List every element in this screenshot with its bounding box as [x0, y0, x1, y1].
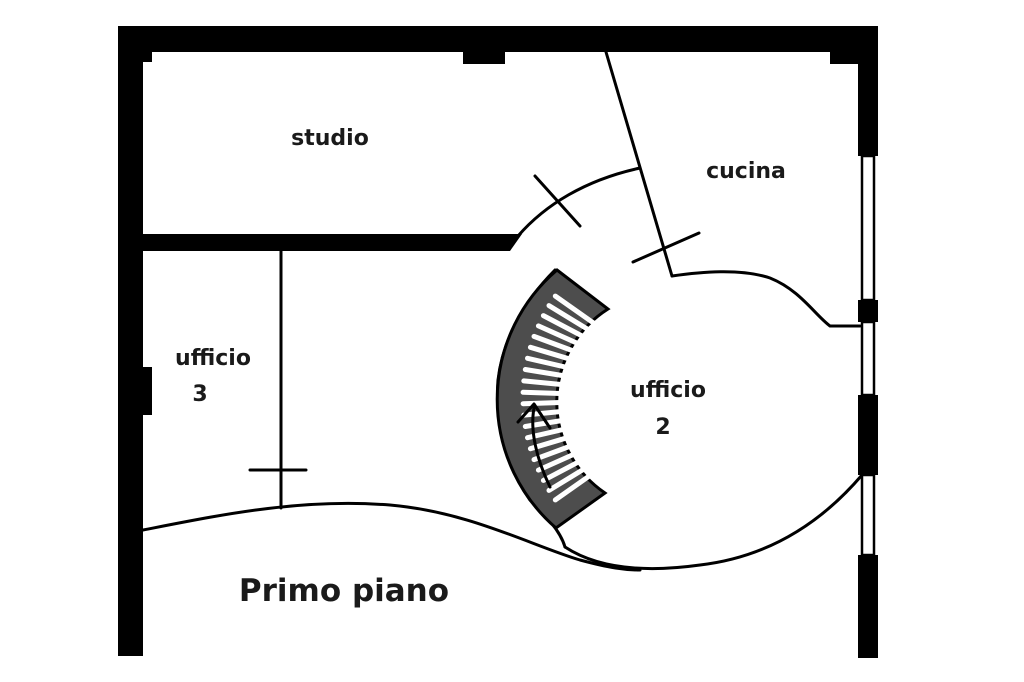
ufficio-2-lower-curve	[563, 473, 864, 571]
room-label-ufficio-3-number: 3	[192, 382, 207, 407]
outer-walls	[118, 26, 878, 658]
cucina-diagonal-wall	[604, 50, 674, 278]
window-ufficio-2-lower	[860, 473, 876, 557]
room-label-ufficio-3: ufficio	[175, 346, 251, 371]
stair-tread	[520, 389, 578, 397]
stair-arrow-head	[516, 402, 552, 430]
stair-tread	[525, 355, 581, 373]
stair-tread	[546, 303, 596, 336]
top-wall-notch	[463, 50, 505, 64]
windows	[860, 154, 876, 557]
stair-tread	[552, 293, 601, 329]
stair-direction-arrow	[531, 406, 552, 489]
door-cucina	[631, 231, 701, 264]
stair-tread	[531, 333, 586, 357]
stair-tread	[535, 446, 589, 473]
stair-tread	[525, 423, 581, 441]
stair-tread	[527, 344, 583, 365]
right-wall-pier-1	[858, 300, 878, 322]
stair-tread	[535, 323, 589, 350]
door-studio	[533, 174, 582, 228]
stair-tread	[527, 431, 583, 452]
room-label-ufficio-2-number: 2	[655, 415, 670, 440]
right-wall-upper	[858, 26, 878, 156]
stair-tread	[546, 460, 596, 493]
stair-tread	[522, 367, 580, 381]
window-cucina	[860, 154, 876, 302]
window-ufficio-2-upper	[860, 320, 876, 397]
stair-tread	[521, 378, 579, 389]
staircase	[495, 268, 611, 530]
room-label-cucina: cucina	[706, 159, 786, 184]
right-wall-pier-2	[858, 395, 878, 475]
left-wall-pier	[140, 367, 152, 415]
floor-label: Primo piano	[239, 573, 449, 609]
top-wall	[118, 26, 878, 52]
left-wall-corner-notch	[140, 50, 152, 62]
stair-tread	[531, 439, 586, 463]
stair-tread	[552, 467, 601, 503]
door-markers	[248, 174, 701, 472]
stair-tread	[520, 399, 578, 407]
room-label-ufficio-2: ufficio	[630, 378, 706, 403]
left-wall	[118, 26, 143, 656]
stair-tread	[540, 313, 592, 343]
cucina-bottom-wall	[670, 270, 862, 328]
studio-curved-partition	[516, 166, 642, 238]
right-wall-lower	[858, 555, 878, 658]
partitions	[141, 50, 864, 572]
studio-bottom-wall	[140, 234, 522, 251]
corridor-curve	[141, 501, 642, 572]
stair-tread	[540, 453, 592, 483]
room-label-studio: studio	[291, 126, 369, 151]
